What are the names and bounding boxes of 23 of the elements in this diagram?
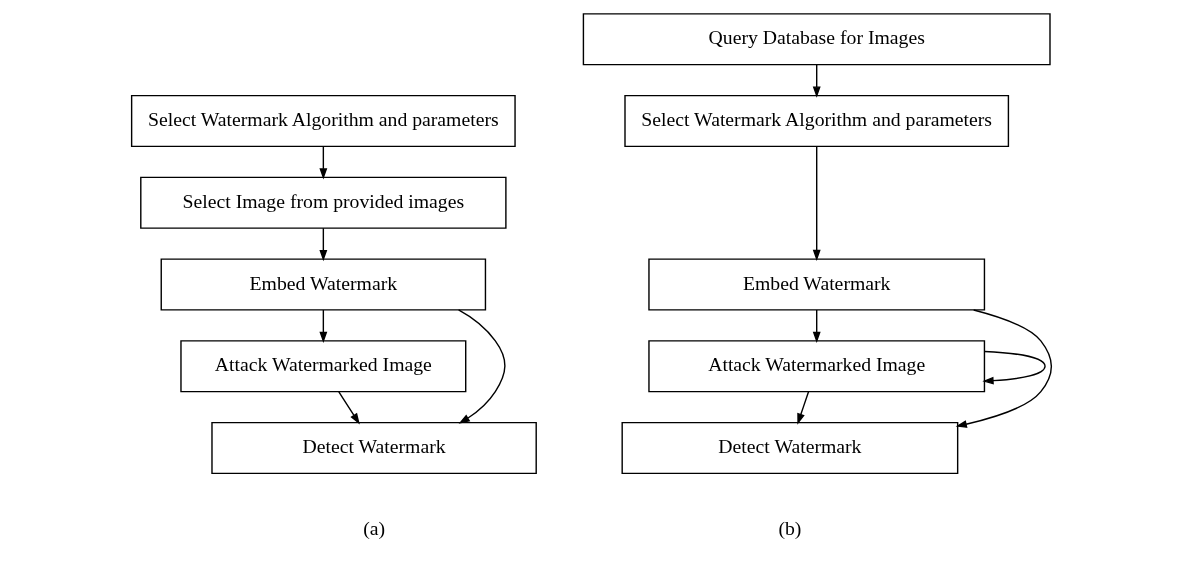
- arrow: [812, 64, 821, 98]
- node-box: Detect Watermark: [620, 421, 958, 475]
- arrow: [796, 391, 809, 425]
- label: (b): [777, 516, 801, 539]
- node-box: Select Image from provided images: [139, 176, 507, 229]
- node-box: Select Watermark Algorithm and parameters: [130, 94, 516, 148]
- arrow: [812, 309, 821, 343]
- label: (a): [362, 516, 385, 539]
- node-box: Embed Watermark: [647, 258, 985, 311]
- arrow: [337, 391, 360, 425]
- node-box: Attack Watermarked Image: [179, 340, 466, 393]
- arrow: [812, 146, 821, 262]
- arrow: [981, 350, 1046, 385]
- arrow: [318, 309, 327, 343]
- node-box: Select Watermark Algorithm and parameters: [623, 94, 1009, 148]
- node-box: Attack Watermarked Image: [647, 340, 985, 393]
- node-box: Detect Watermark: [210, 421, 537, 475]
- arrow: [457, 309, 506, 424]
- arrow: [318, 145, 327, 180]
- arrow: [318, 227, 327, 262]
- node-box: Embed Watermark: [160, 258, 486, 311]
- arrow: [955, 309, 1052, 428]
- node-box: Query Database for Images: [582, 13, 1051, 66]
